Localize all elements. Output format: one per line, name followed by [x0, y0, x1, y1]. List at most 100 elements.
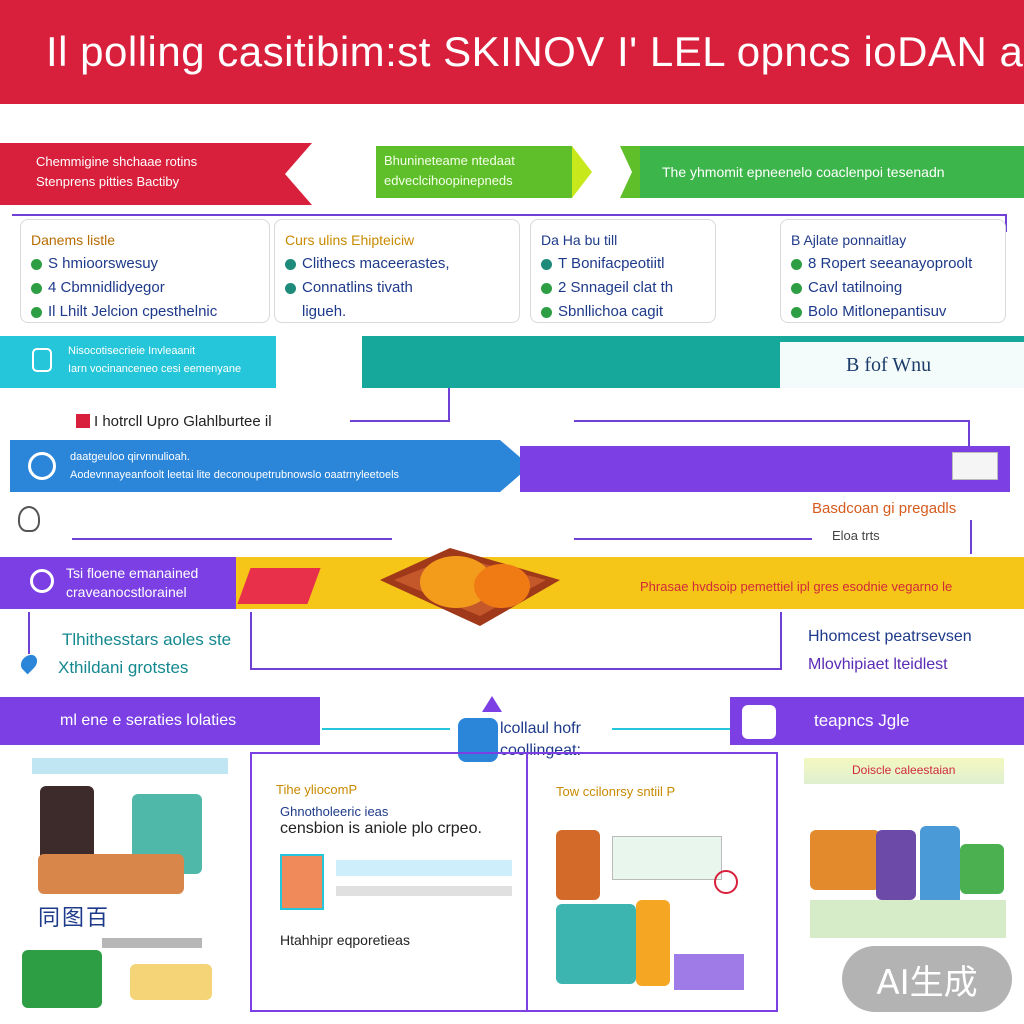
connector-e [28, 612, 30, 654]
card-4-row-1: 8 Ropert seeanayoproolt [791, 252, 995, 276]
flag-icon [541, 258, 552, 270]
blue-band-line-2: Aodevnnayeanfoolt leetai lite deconoupet… [70, 469, 400, 481]
info-card-1: Danems listle S hmioorswesuy 4 Cbmnidlid… [20, 219, 270, 323]
title-banner: Il polling casitibim:st SKINOV I' LEL op… [0, 0, 1024, 104]
text-placeholder-bar [336, 886, 512, 896]
page-title: Il polling casitibim:st SKINOV I' LEL op… [46, 28, 1024, 75]
card-4-title: B Ajlate ponnaitlay [791, 232, 907, 248]
bottom-center-line-2: coollingeat: [500, 742, 581, 759]
mid-right-line-1: Hhomcest peatrsevsen [808, 628, 972, 645]
connector-g [250, 668, 782, 670]
connector-j [612, 728, 732, 730]
green-right-text: The yhmomit epneenelo coaclenpoi tesenad… [662, 164, 945, 180]
connector-d [574, 538, 812, 540]
panel-left: 同图百 [12, 750, 240, 1016]
bottom-center-line-1: lcollaul hofr [500, 720, 581, 737]
heart-icon [285, 258, 296, 270]
bottom-band-left: ml ene e seraties lolaties [0, 697, 320, 745]
person-icon [285, 282, 296, 294]
flag-icon [541, 306, 552, 318]
green-right-block: The yhmomit epneenelo coaclenpoi tesenad… [640, 146, 1024, 198]
panel-right-head: Doiscle caleestaian [852, 763, 956, 777]
panel-center-right: Tow ccilonrsy sntiil P [526, 752, 778, 1012]
info-card-4: B Ajlate ponnaitlay 8 Ropert seeanayopro… [780, 219, 1006, 323]
device-illustration [38, 854, 184, 894]
pin-icon [791, 306, 802, 318]
laptop-icon [458, 718, 498, 762]
card-3-row-2: 2 Snnageil clat th [541, 276, 705, 300]
connector-a-vertical [448, 388, 450, 422]
yellow-left-line-2: craveanocstlorainel [66, 584, 187, 600]
card-3-row-3: Sbnllichoa cagit [541, 300, 705, 324]
card-2-title: Curs ulins Ehipteiciw [285, 232, 415, 248]
small-section-label: I hotrcll Upro Glahlburtee il [94, 413, 272, 430]
cards-top-rule [12, 214, 1007, 216]
card-4-row-3: Bolo Mitlonepantisuv [791, 300, 995, 324]
connector-c [72, 538, 392, 540]
person-illustration [22, 950, 102, 1008]
red-tag-line-2: Stenprens pitties Bactiby [36, 174, 180, 189]
panel-center-right-head: Tow ccilonrsy sntiil P [556, 784, 676, 799]
green-mid-line-1: Bhunineteame ntedaat [384, 153, 515, 168]
card-4-row-2: Cavl tatilnoing [791, 276, 995, 300]
connector-a [350, 420, 450, 422]
people-icon [30, 569, 54, 593]
card-2-row-3: ligueh. [285, 300, 509, 324]
clock-icon [714, 870, 738, 894]
screen-illustration [612, 836, 722, 880]
person-illustration [556, 830, 600, 900]
panel-center-left-head: Tihe yliocomP [276, 782, 358, 797]
pin-icon [31, 306, 42, 318]
yellow-right-text: Phrasae hvdsoip pemettiel ipl gres esodn… [640, 579, 953, 594]
desk-surface [810, 900, 1006, 938]
pin-icon [31, 282, 42, 294]
bottom-band-right-text: teapncs Jgle [814, 711, 910, 730]
right-label-1: Basdcoan gi pregadls [812, 500, 957, 517]
green-arrow-connector [572, 146, 640, 198]
connector-b-vertical [968, 420, 970, 446]
panel-right: Doiscle caleestaian [800, 750, 1012, 1016]
panel-center-left: Tihe yliocomP Ghnotholeeric ieas censbio… [250, 752, 526, 1012]
chart-illustration [960, 844, 1004, 894]
teal-band-left: Nisocotisecrieie Invleaanit Iarn vocinan… [0, 336, 276, 388]
card-2-row-1: Clithecs maceerastes, [285, 252, 509, 276]
blue-band-shape [10, 440, 530, 492]
teal-band-line-2: Iarn vocinanceneo cesi eemenyane [68, 363, 242, 375]
connector-f [250, 612, 252, 668]
blue-band: daatgeuloo qirvnnulioah. Aodevnnayeanfoo… [10, 440, 630, 492]
briefcase-icon [742, 705, 776, 739]
right-label-2: Eloa trts [832, 528, 880, 543]
spacer-icon [285, 307, 296, 318]
device-illustration [674, 954, 744, 990]
central-graphic-svg [380, 548, 560, 626]
card-illustration [130, 964, 212, 1000]
green-mid-line-2: edveclcihoopinepneds [384, 173, 513, 188]
yellow-left-line-1: Tsi floene emanained [66, 565, 199, 581]
mid-left-line-1: Tlhithesstars aoles ste [62, 630, 232, 649]
mid-right-line-2: Mlovhipiaet lteidlest [808, 656, 948, 673]
red-tag: Chemmigine shchaae rotins Stenprens pitt… [0, 143, 312, 205]
teal-band-line-1: Nisocotisecrieie Invleaanit [68, 345, 196, 357]
person-illustration [636, 900, 670, 986]
blue-band-line-1: daatgeuloo qirvnnulioah. [70, 451, 190, 463]
info-card-3: Da Ha bu till T Bonifacpeotiitl 2 Snnage… [530, 219, 716, 323]
heart-icon [17, 651, 41, 675]
text-placeholder-bar [102, 938, 202, 948]
pin-icon [791, 258, 802, 270]
green-mid-block: Bhunineteame ntedaat edveclcihoopinepned… [376, 146, 572, 198]
ai-badge: AI生成 [842, 946, 1012, 1012]
red-tile-graphic [237, 568, 321, 604]
person-illustration [556, 904, 636, 984]
panel-center-left-footer: Htahhipr eqporetieas [280, 932, 410, 948]
triangle-marker [482, 696, 502, 712]
flag-icon [76, 414, 90, 428]
yellow-band-left: Tsi floene emanained craveanocstlorainel [0, 557, 236, 609]
progress-bar-thumbnail [336, 860, 512, 876]
panel-center-left-body: censbion is aniole plo crpeo. [280, 820, 482, 837]
info-card-2: Curs ulins Ehipteiciw Clithecs maceerast… [274, 219, 520, 323]
purple-band [520, 446, 1010, 492]
central-graphic [370, 540, 570, 632]
card-1-title: Danems listle [31, 232, 116, 248]
panel-right-header-bar: Doiscle caleestaian [804, 758, 1004, 784]
screen-icon [952, 452, 998, 480]
